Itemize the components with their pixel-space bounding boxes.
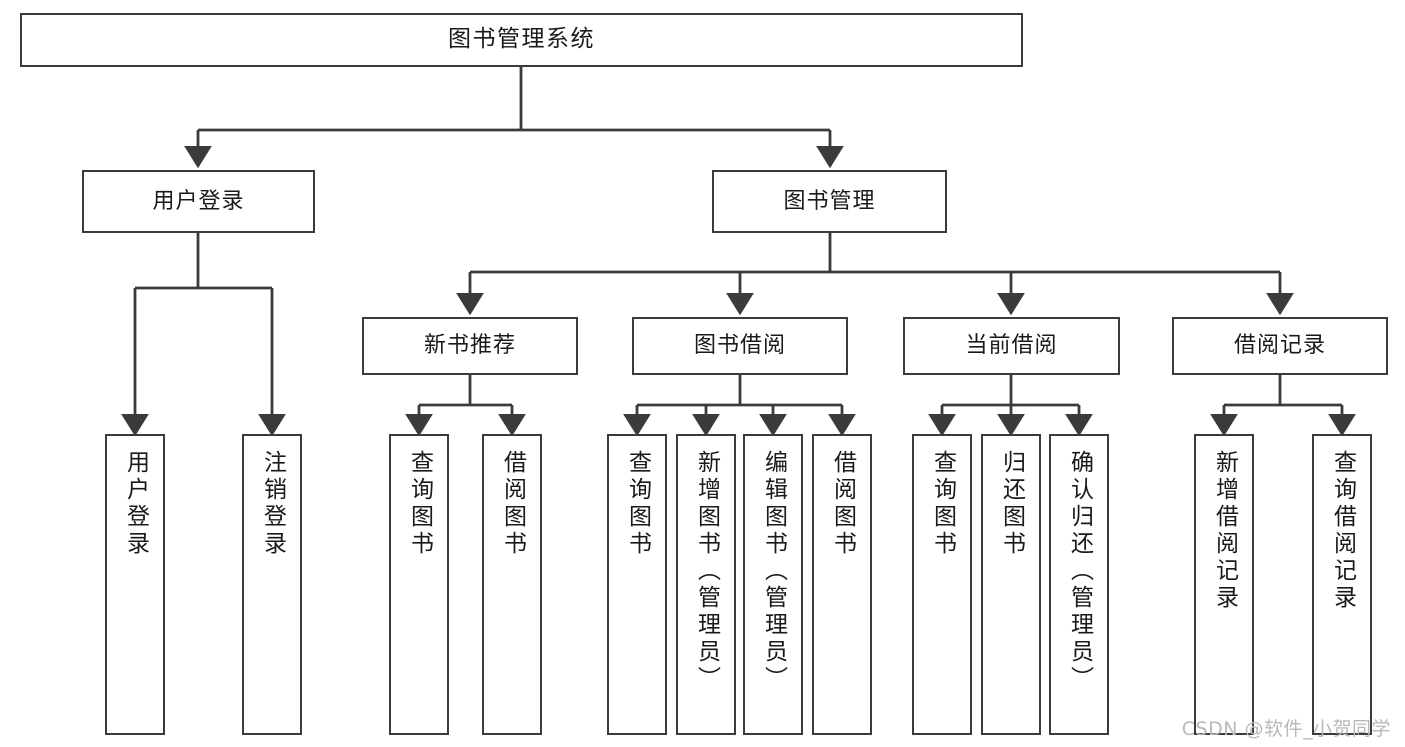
node-book-borrow[interactable]: 图书借阅 <box>632 317 848 375</box>
leaf-logout[interactable]: 注销登录 <box>242 434 302 735</box>
node-book-management[interactable]: 图书管理 <box>712 170 947 233</box>
node-current-borrow[interactable]: 当前借阅 <box>903 317 1120 375</box>
node-new-book-recommend[interactable]: 新书推荐 <box>362 317 578 375</box>
leaf-edit-book-admin[interactable]: 编辑图书（管理员） <box>743 434 803 735</box>
leaf-query-book-current[interactable]: 查询图书 <box>912 434 972 735</box>
node-label: 确认归还（管理员） <box>1066 450 1093 693</box>
leaf-user-login[interactable]: 用户登录 <box>105 434 165 735</box>
node-borrow-record[interactable]: 借阅记录 <box>1172 317 1388 375</box>
node-label: 新增图书（管理员） <box>693 450 720 693</box>
node-label: 用户登录 <box>152 188 245 214</box>
node-label: 注销登录 <box>259 450 286 558</box>
leaf-confirm-return-admin[interactable]: 确认归还（管理员） <box>1049 434 1109 735</box>
node-label: 查询借阅记录 <box>1329 450 1356 612</box>
node-root-system[interactable]: 图书管理系统 <box>20 13 1023 67</box>
node-label: 借阅图书 <box>499 450 526 558</box>
node-label: 图书管理系统 <box>448 26 595 53</box>
node-label: 图书管理 <box>783 188 876 214</box>
leaf-add-book-admin[interactable]: 新增图书（管理员） <box>676 434 736 735</box>
node-label: 编辑图书（管理员） <box>760 450 787 693</box>
node-label: 图书借阅 <box>693 333 786 359</box>
node-label: 查询图书 <box>406 450 433 558</box>
leaf-query-book-recommend[interactable]: 查询图书 <box>389 434 449 735</box>
node-label: 借阅图书 <box>829 450 856 558</box>
leaf-return-book[interactable]: 归还图书 <box>981 434 1041 735</box>
node-label: 用户登录 <box>122 450 149 558</box>
node-label: 新书推荐 <box>423 333 516 359</box>
leaf-query-borrow-record[interactable]: 查询借阅记录 <box>1312 434 1372 735</box>
leaf-borrow-book[interactable]: 借阅图书 <box>812 434 872 735</box>
leaf-query-book-borrow[interactable]: 查询图书 <box>607 434 667 735</box>
leaf-borrow-book-recommend[interactable]: 借阅图书 <box>482 434 542 735</box>
node-label: 新增借阅记录 <box>1211 450 1238 612</box>
node-user-login[interactable]: 用户登录 <box>82 170 315 233</box>
node-label: 查询图书 <box>624 450 651 558</box>
watermark: CSDN @软件_小贺同学 <box>1181 718 1391 740</box>
node-label: 借阅记录 <box>1233 333 1326 359</box>
node-label: 当前借阅 <box>965 333 1058 359</box>
leaf-add-borrow-record[interactable]: 新增借阅记录 <box>1194 434 1254 735</box>
node-label: 归还图书 <box>998 450 1025 558</box>
node-label: 查询图书 <box>929 450 956 558</box>
